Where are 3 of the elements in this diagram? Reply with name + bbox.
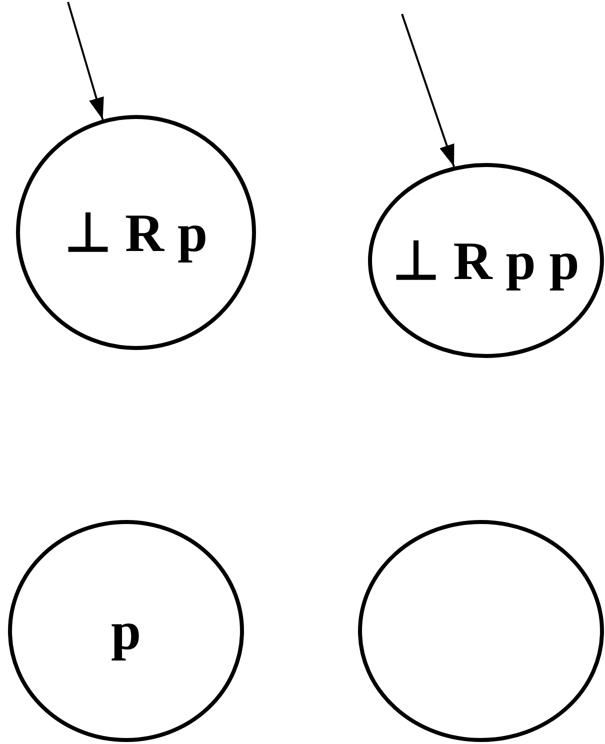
arrow — [67, 2, 104, 120]
arrow — [401, 14, 455, 167]
node-label: p — [110, 604, 142, 658]
